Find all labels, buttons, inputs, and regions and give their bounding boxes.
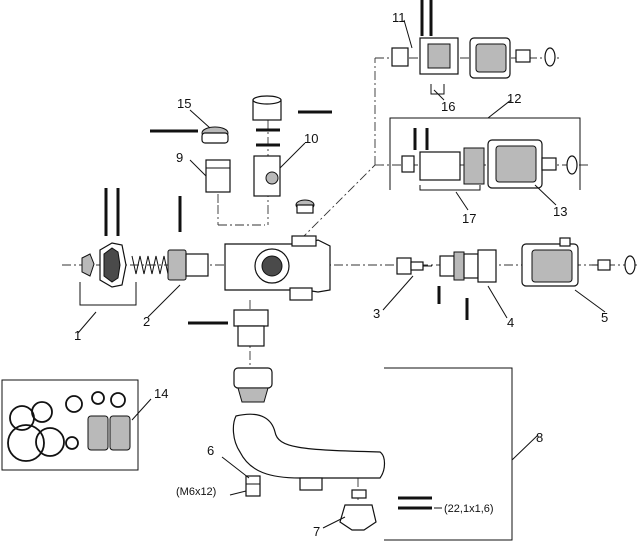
callout-4: 4 xyxy=(507,315,514,330)
callout-15: 15 xyxy=(177,96,191,111)
callout-16: 16 xyxy=(441,99,455,114)
callout-2: 2 xyxy=(143,314,150,329)
callout-labels: 1 2 3 4 5 6 7 8 9 10 11 12 13 14 15 16 1… xyxy=(74,10,608,539)
callout-5: 5 xyxy=(601,310,608,325)
part-7-aerator xyxy=(339,489,432,531)
oring-spec-label: (22,1x1,6) xyxy=(444,503,494,515)
part-lower-connector xyxy=(188,309,269,347)
part-3-adapter xyxy=(396,257,432,275)
part-6-screw xyxy=(245,475,261,497)
callout-13: 13 xyxy=(553,204,567,219)
part-4-cartridge xyxy=(437,249,497,320)
part-5-handle xyxy=(521,237,636,287)
screw-spec-label: (M6x12) xyxy=(176,486,216,498)
callout-1: 1 xyxy=(74,328,81,343)
part-15-cap xyxy=(150,126,229,144)
main-valve-body xyxy=(224,235,331,301)
part-16-upper-assembly xyxy=(391,0,556,79)
part-9-clip xyxy=(205,159,231,193)
part-8-spout xyxy=(232,367,513,541)
part-2-spring-cartridge xyxy=(131,196,209,281)
callout-11: 11 xyxy=(392,10,406,25)
part-12-assembly-frame xyxy=(389,117,581,190)
callout-17: 17 xyxy=(462,211,476,226)
callout-14: 14 xyxy=(154,386,168,401)
part-top-plug xyxy=(295,199,315,214)
callout-7: 7 xyxy=(313,524,320,539)
callout-3: 3 xyxy=(373,306,380,321)
leader-lines xyxy=(77,19,606,529)
part-1-end-cap xyxy=(81,188,127,288)
callout-12: 12 xyxy=(507,91,521,106)
callout-10: 10 xyxy=(304,131,318,146)
callout-9: 9 xyxy=(176,150,183,165)
part-14-seal-kit xyxy=(1,379,139,471)
callout-6: 6 xyxy=(207,443,214,458)
part-10-union xyxy=(252,95,332,197)
callout-8: 8 xyxy=(536,430,543,445)
